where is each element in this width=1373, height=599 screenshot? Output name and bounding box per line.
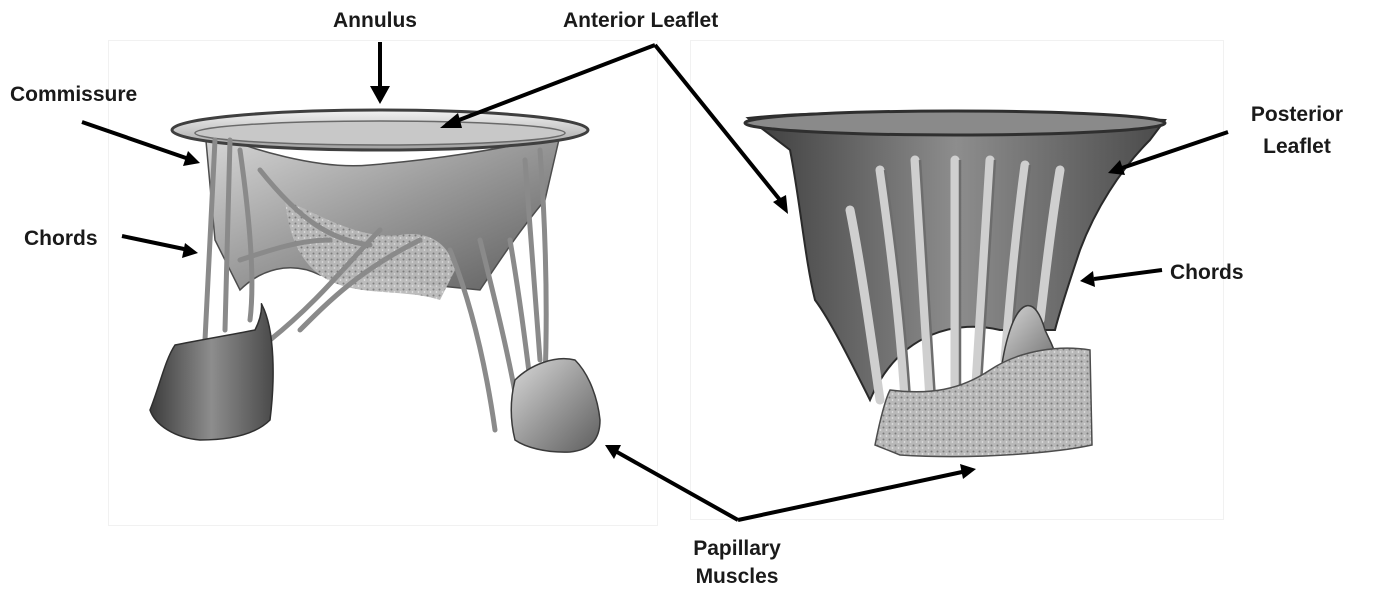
right-valve-model [745,111,1165,457]
left-valve-model [150,110,600,452]
left-papillary-muscle-b [511,359,600,452]
papillary-line-2: Muscles [675,564,799,590]
chords-label-right: Chords [1170,260,1244,286]
left-annulus-inner [195,121,565,145]
commissure-label: Commissure [10,82,137,108]
anterior-leaflet-label: Anterior Leaflet [563,8,718,34]
annulus-label: Annulus [333,8,417,34]
posterior-leaflet-label: Posterior Leaflet [1240,102,1354,160]
posterior-leaflet-line-2: Leaflet [1240,134,1354,160]
papillary-muscles-label: Papillary Muscles [675,536,799,590]
left-papillary-muscle-a [150,304,273,440]
right-annulus-ring [745,111,1165,135]
posterior-leaflet-line-1: Posterior [1240,102,1354,128]
papillary-line-1: Papillary [675,536,799,562]
chords-label-left: Chords [24,226,98,252]
